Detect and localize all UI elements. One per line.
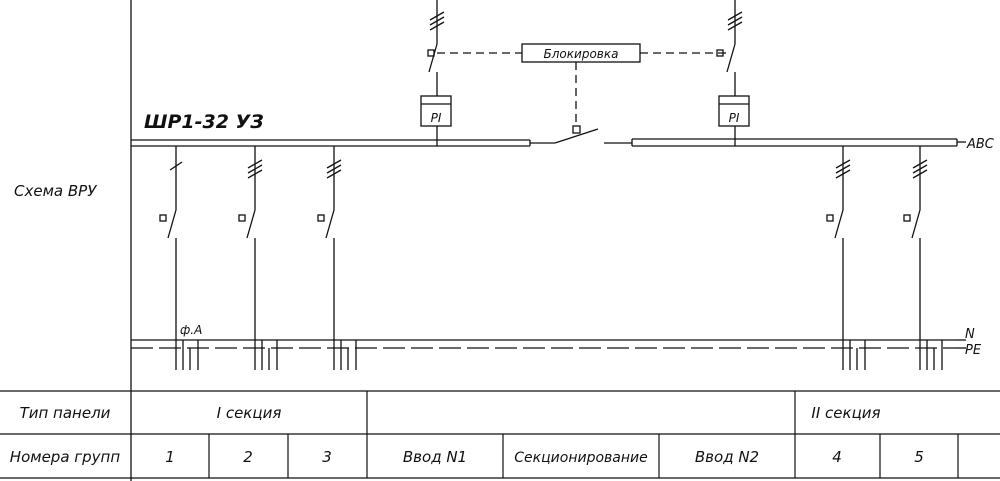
pe-label: PE [965, 343, 982, 358]
group-number-cell: 2 [243, 448, 253, 466]
interlock-label: Блокировка [544, 47, 619, 61]
input-2-feeder [716, 0, 750, 146]
row1-header: Тип панели [20, 404, 111, 422]
row1-cell-section-2: II секция [811, 404, 880, 422]
neutral-label: N [965, 327, 975, 342]
group-number-cell: 1 [165, 448, 175, 466]
phase-label: ф.А [180, 323, 202, 337]
bus-label: ABC [966, 137, 995, 152]
group-number-cell: 5 [914, 448, 924, 466]
input-1-feeder [420, 0, 452, 146]
panel-name-label: ШР1-32 УЗ [144, 111, 264, 133]
group-3-feeder [317, 146, 342, 340]
group-1-feeder [159, 146, 183, 340]
group-5-feeder [903, 146, 928, 340]
meter-label-2: PI [729, 111, 740, 125]
table-grid [0, 390, 1000, 479]
group-4-feeder [826, 146, 851, 340]
group-2-feeder [238, 146, 263, 340]
row1-cell-section-1: I секция [217, 404, 282, 422]
group-number-cell: 3 [322, 448, 332, 466]
row2-header: Номера групп [10, 448, 121, 466]
busbar [131, 138, 966, 147]
interlock-box [521, 43, 641, 63]
sectioning-cell: Секционирование [514, 450, 647, 466]
outgoing-conductors [175, 340, 943, 370]
input-1-cell: Ввод N1 [403, 448, 467, 466]
meter-label-1: PI [431, 111, 442, 125]
section-breaker [530, 125, 632, 144]
interlock-links [437, 52, 727, 126]
group-number-cell: 4 [832, 448, 842, 466]
scheme-label: Схема ВРУ [14, 182, 97, 200]
input-2-cell: Ввод N2 [695, 448, 759, 466]
